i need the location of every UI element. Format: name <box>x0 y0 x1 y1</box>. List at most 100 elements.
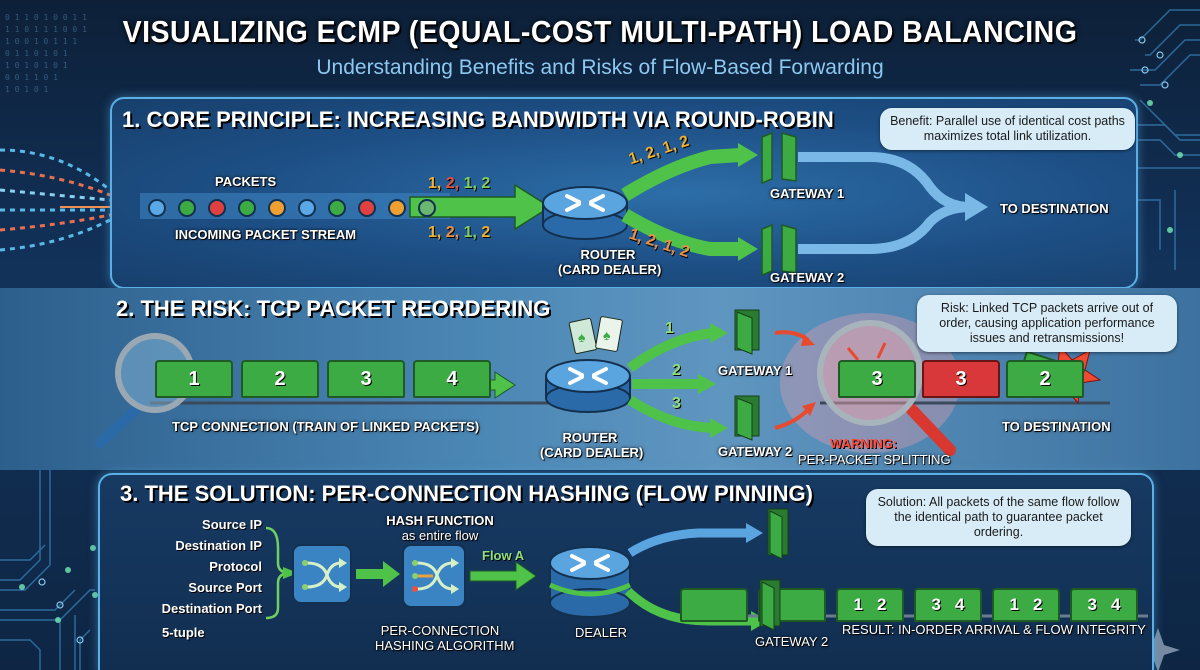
merge-road-bottom <box>798 202 971 254</box>
path-arrow-gw2 <box>621 208 740 256</box>
train-car-number: 4 <box>955 595 965 614</box>
sparkle-icon <box>1136 628 1180 670</box>
sequence-token: 2, <box>445 224 464 241</box>
flow-a-arrow <box>469 561 537 591</box>
warning-text: PER-PACKET SPLITTING <box>798 452 951 467</box>
hash-box-2 <box>402 544 466 608</box>
gateway2-door-icon <box>734 395 760 441</box>
router1-label: ROUTER (CARD DEALER) <box>558 247 662 277</box>
hash-function-line2: as entire flow <box>401 528 479 543</box>
svg-text:1 0 1 0 1 0 1: 1 0 1 0 1 0 1 <box>5 61 68 70</box>
gateway2-door-icon-s3 <box>759 579 781 630</box>
sequence-token: 1, <box>428 224 446 241</box>
sequence-token: 1, <box>463 175 482 192</box>
gateway1-label-s2: GATEWAY 1 <box>718 363 793 378</box>
train-car: 3 <box>922 360 1000 398</box>
algorithm-label: PER-CONNECTION HASHING ALGORITHM <box>375 623 515 653</box>
warning-title: WARNING: <box>830 436 898 451</box>
tuple-label: 5-tuple <box>162 625 205 640</box>
router2-label-line1: ROUTER <box>562 430 618 445</box>
train-car: 4 <box>413 360 491 398</box>
section3-title: 3. THE SOLUTION: PER-CONNECTION HASHING … <box>120 481 813 506</box>
train-car-number: 3 <box>1087 595 1097 614</box>
gateway2-icon <box>761 223 797 277</box>
router1-label-line2: (CARD DEALER) <box>558 262 662 277</box>
packet-dot <box>178 199 196 217</box>
section2-title: 2. THE RISK: TCP PACKET REORDERING <box>116 296 551 321</box>
svg-text:♠: ♠ <box>603 327 611 343</box>
svg-text:1 0 0 1 0 1 1 1: 1 0 0 1 0 1 1 1 <box>5 37 77 46</box>
train-car-number: 1 <box>853 595 863 614</box>
path-arrow-3 <box>627 395 713 433</box>
sequence-token: 2 <box>481 224 491 241</box>
page-subtitle: Understanding Benefits and Risks of Flow… <box>316 56 884 79</box>
path-number-2: 2 <box>672 362 681 379</box>
svg-text:0 1 1 0 1 0 0 1 1: 0 1 1 0 1 0 0 1 1 <box>5 13 87 22</box>
train-car-number: 4 <box>1111 595 1121 614</box>
tuple-field: Source Port <box>188 580 262 595</box>
benefit-callout: Benefit: Parallel use of identical cost … <box>880 108 1135 150</box>
train-car-number: 2 <box>877 595 887 614</box>
packet-dot <box>418 199 436 217</box>
packet-dot <box>298 199 316 217</box>
hash-box-1 <box>292 544 352 604</box>
gateway2-label: GATEWAY 2 <box>770 270 845 285</box>
packet-dot <box>238 199 256 217</box>
gateway1-door-icon <box>734 309 760 355</box>
tuple-field: Protocol <box>209 559 262 574</box>
svg-text:0 1 1 0 1 0 1: 0 1 1 0 1 0 1 <box>5 49 68 58</box>
train-car: 2 <box>241 360 319 398</box>
svg-text:0 0 1 1 0 1: 0 0 1 1 0 1 <box>5 73 58 82</box>
result-label: RESULT: IN-ORDER ARRIVAL & FLOW INTEGRIT… <box>842 622 1146 637</box>
train-label: TCP CONNECTION (TRAIN OF LINKED PACKETS) <box>172 419 480 434</box>
packet-dot <box>358 199 376 217</box>
svg-text:1 0 1 0 1: 1 0 1 0 1 <box>5 85 49 94</box>
gateway1-label: GATEWAY 1 <box>770 186 845 201</box>
playing-cards-icon: ♠ ♠ <box>568 316 623 355</box>
sequence-token: 1, <box>463 224 482 241</box>
router1-label-line1: ROUTER <box>580 247 636 262</box>
gateway2-label-s3: GATEWAY 2 <box>755 634 829 649</box>
packet-dot <box>148 199 166 217</box>
unused-path-arrow <box>627 528 748 557</box>
flow-a-label: Flow A <box>482 548 525 563</box>
train-car: 3 <box>838 360 916 398</box>
packet-dot <box>268 199 286 217</box>
hash-function-line1: HASH FUNCTION <box>386 513 494 528</box>
risk-callout: Risk: Linked TCP packets arrive out of o… <box>917 295 1177 352</box>
algorithm-line1: PER-CONNECTION <box>380 623 500 638</box>
path-arrow-1 <box>627 328 713 373</box>
packet-dot <box>328 199 346 217</box>
dealer-router-icon <box>548 546 632 618</box>
packet-dot <box>208 199 226 217</box>
sequence-token: 2, <box>445 175 464 192</box>
sequence-bottom: 1, 2, 1, 2 <box>428 224 490 242</box>
tuple-field: Destination IP <box>175 538 262 553</box>
algorithm-line2: HASHING ALGORITHM <box>375 638 515 653</box>
train-car-number: 1 <box>1009 595 1019 614</box>
tuple-field: Source IP <box>202 517 262 532</box>
page-title: VISUALIZING ECMP (EQUAL-COST MULTI-PATH)… <box>122 14 1078 49</box>
router2-label: ROUTER (CARD DEALER) <box>540 430 644 460</box>
router2-label-line2: (CARD DEALER) <box>540 445 644 460</box>
train-car-number: 3 <box>931 595 941 614</box>
gateway2-label-s2: GATEWAY 2 <box>718 444 793 459</box>
sequence-token: 1, <box>428 175 446 192</box>
router2-icon <box>545 359 631 413</box>
sequence-token: 2 <box>481 175 491 192</box>
dealer-label: DEALER <box>575 625 628 640</box>
hash-function-label: HASH FUNCTION as entire flow <box>385 513 495 543</box>
path-arrow-gw1 <box>621 148 741 201</box>
incoming-stream-label: INCOMING PACKET STREAM <box>175 227 357 242</box>
section1-title: 1. CORE PRINCIPLE: INCREASING BANDWIDTH … <box>122 107 834 132</box>
packets-label: PACKETS <box>215 174 277 189</box>
train-car: 1 <box>155 360 233 398</box>
